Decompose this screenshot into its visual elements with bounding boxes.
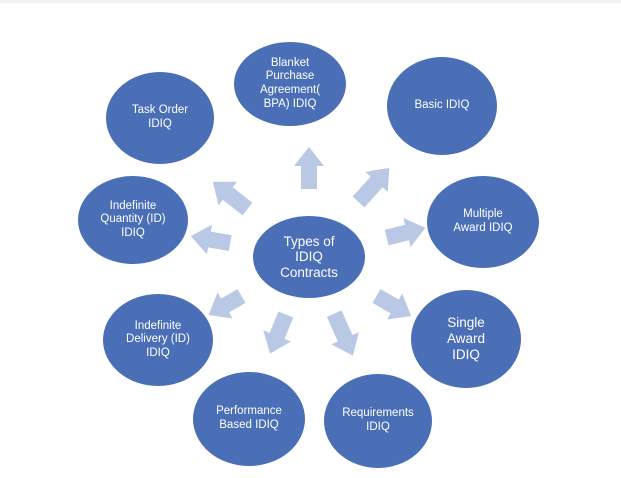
arrow-to-requirements [326,310,359,356]
node-multiple-award: Multiple Award IDIQ [427,176,539,268]
node-indefinite-delivery: Indefinite Delivery (ID) IDIQ [103,294,213,386]
node-task-order: Task Order IDIQ [106,72,214,164]
center-node: Types of IDIQ Contracts [253,216,365,298]
node-performance-based: Performance Based IDIQ [193,372,305,466]
node-bpa: Blanket Purchase Agreement( BPA) IDIQ [234,42,346,126]
arrow-to-performance-based [263,311,294,354]
arrow-to-indefinite-quantity [190,224,232,255]
arrow-to-basic [352,167,390,208]
arrow-to-bpa [294,147,324,189]
arrow-to-single-award [372,289,412,320]
arrow-to-indefinite-delivery [208,289,246,319]
node-requirements: Requirements IDIQ [324,374,432,468]
arrow-to-task-order [212,181,253,216]
arrow-to-multiple-award [384,217,426,248]
node-basic: Basic IDIQ [387,57,497,155]
top-divider [0,0,621,3]
node-single-award: Single Award IDIQ [411,290,521,388]
node-indefinite-quantity: Indefinite Quantity (ID) IDIQ [78,176,188,264]
